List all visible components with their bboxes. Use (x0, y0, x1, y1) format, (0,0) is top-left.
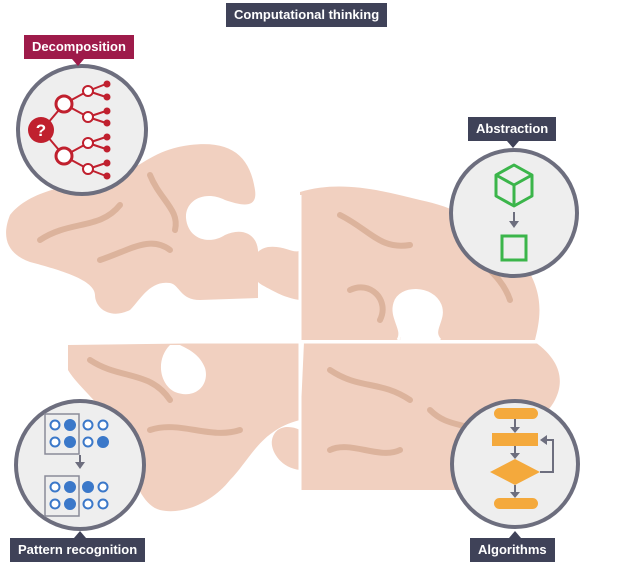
question-mark: ? (36, 121, 46, 140)
arrow-down-icon (75, 455, 85, 469)
pattern-recognition-label: Pattern recognition (10, 538, 146, 562)
square-icon (500, 234, 528, 262)
title-label: Computational thinking (226, 3, 388, 27)
abstraction-label: Abstraction (468, 117, 557, 141)
cube-icon (494, 163, 534, 208)
arrow-down-icon (509, 212, 519, 228)
algorithms-badge (450, 399, 580, 529)
algorithms-label: Algorithms (470, 538, 555, 562)
question-circle-icon (28, 117, 54, 143)
decomposition-label: Decomposition (24, 35, 134, 59)
algorithms-label-pointer (509, 531, 521, 538)
abstraction-label-pointer (507, 141, 519, 148)
pattern-recognition-badge (14, 399, 146, 531)
puzzle-knob (392, 289, 443, 342)
pattern-dots-icon (49, 419, 109, 510)
decomposition-badge: ? (16, 64, 148, 196)
decomposition-label-pointer (72, 59, 84, 66)
pattern-recognition-label-pointer (74, 531, 86, 538)
abstraction-badge (449, 148, 579, 278)
flowchart-icon (490, 408, 554, 509)
